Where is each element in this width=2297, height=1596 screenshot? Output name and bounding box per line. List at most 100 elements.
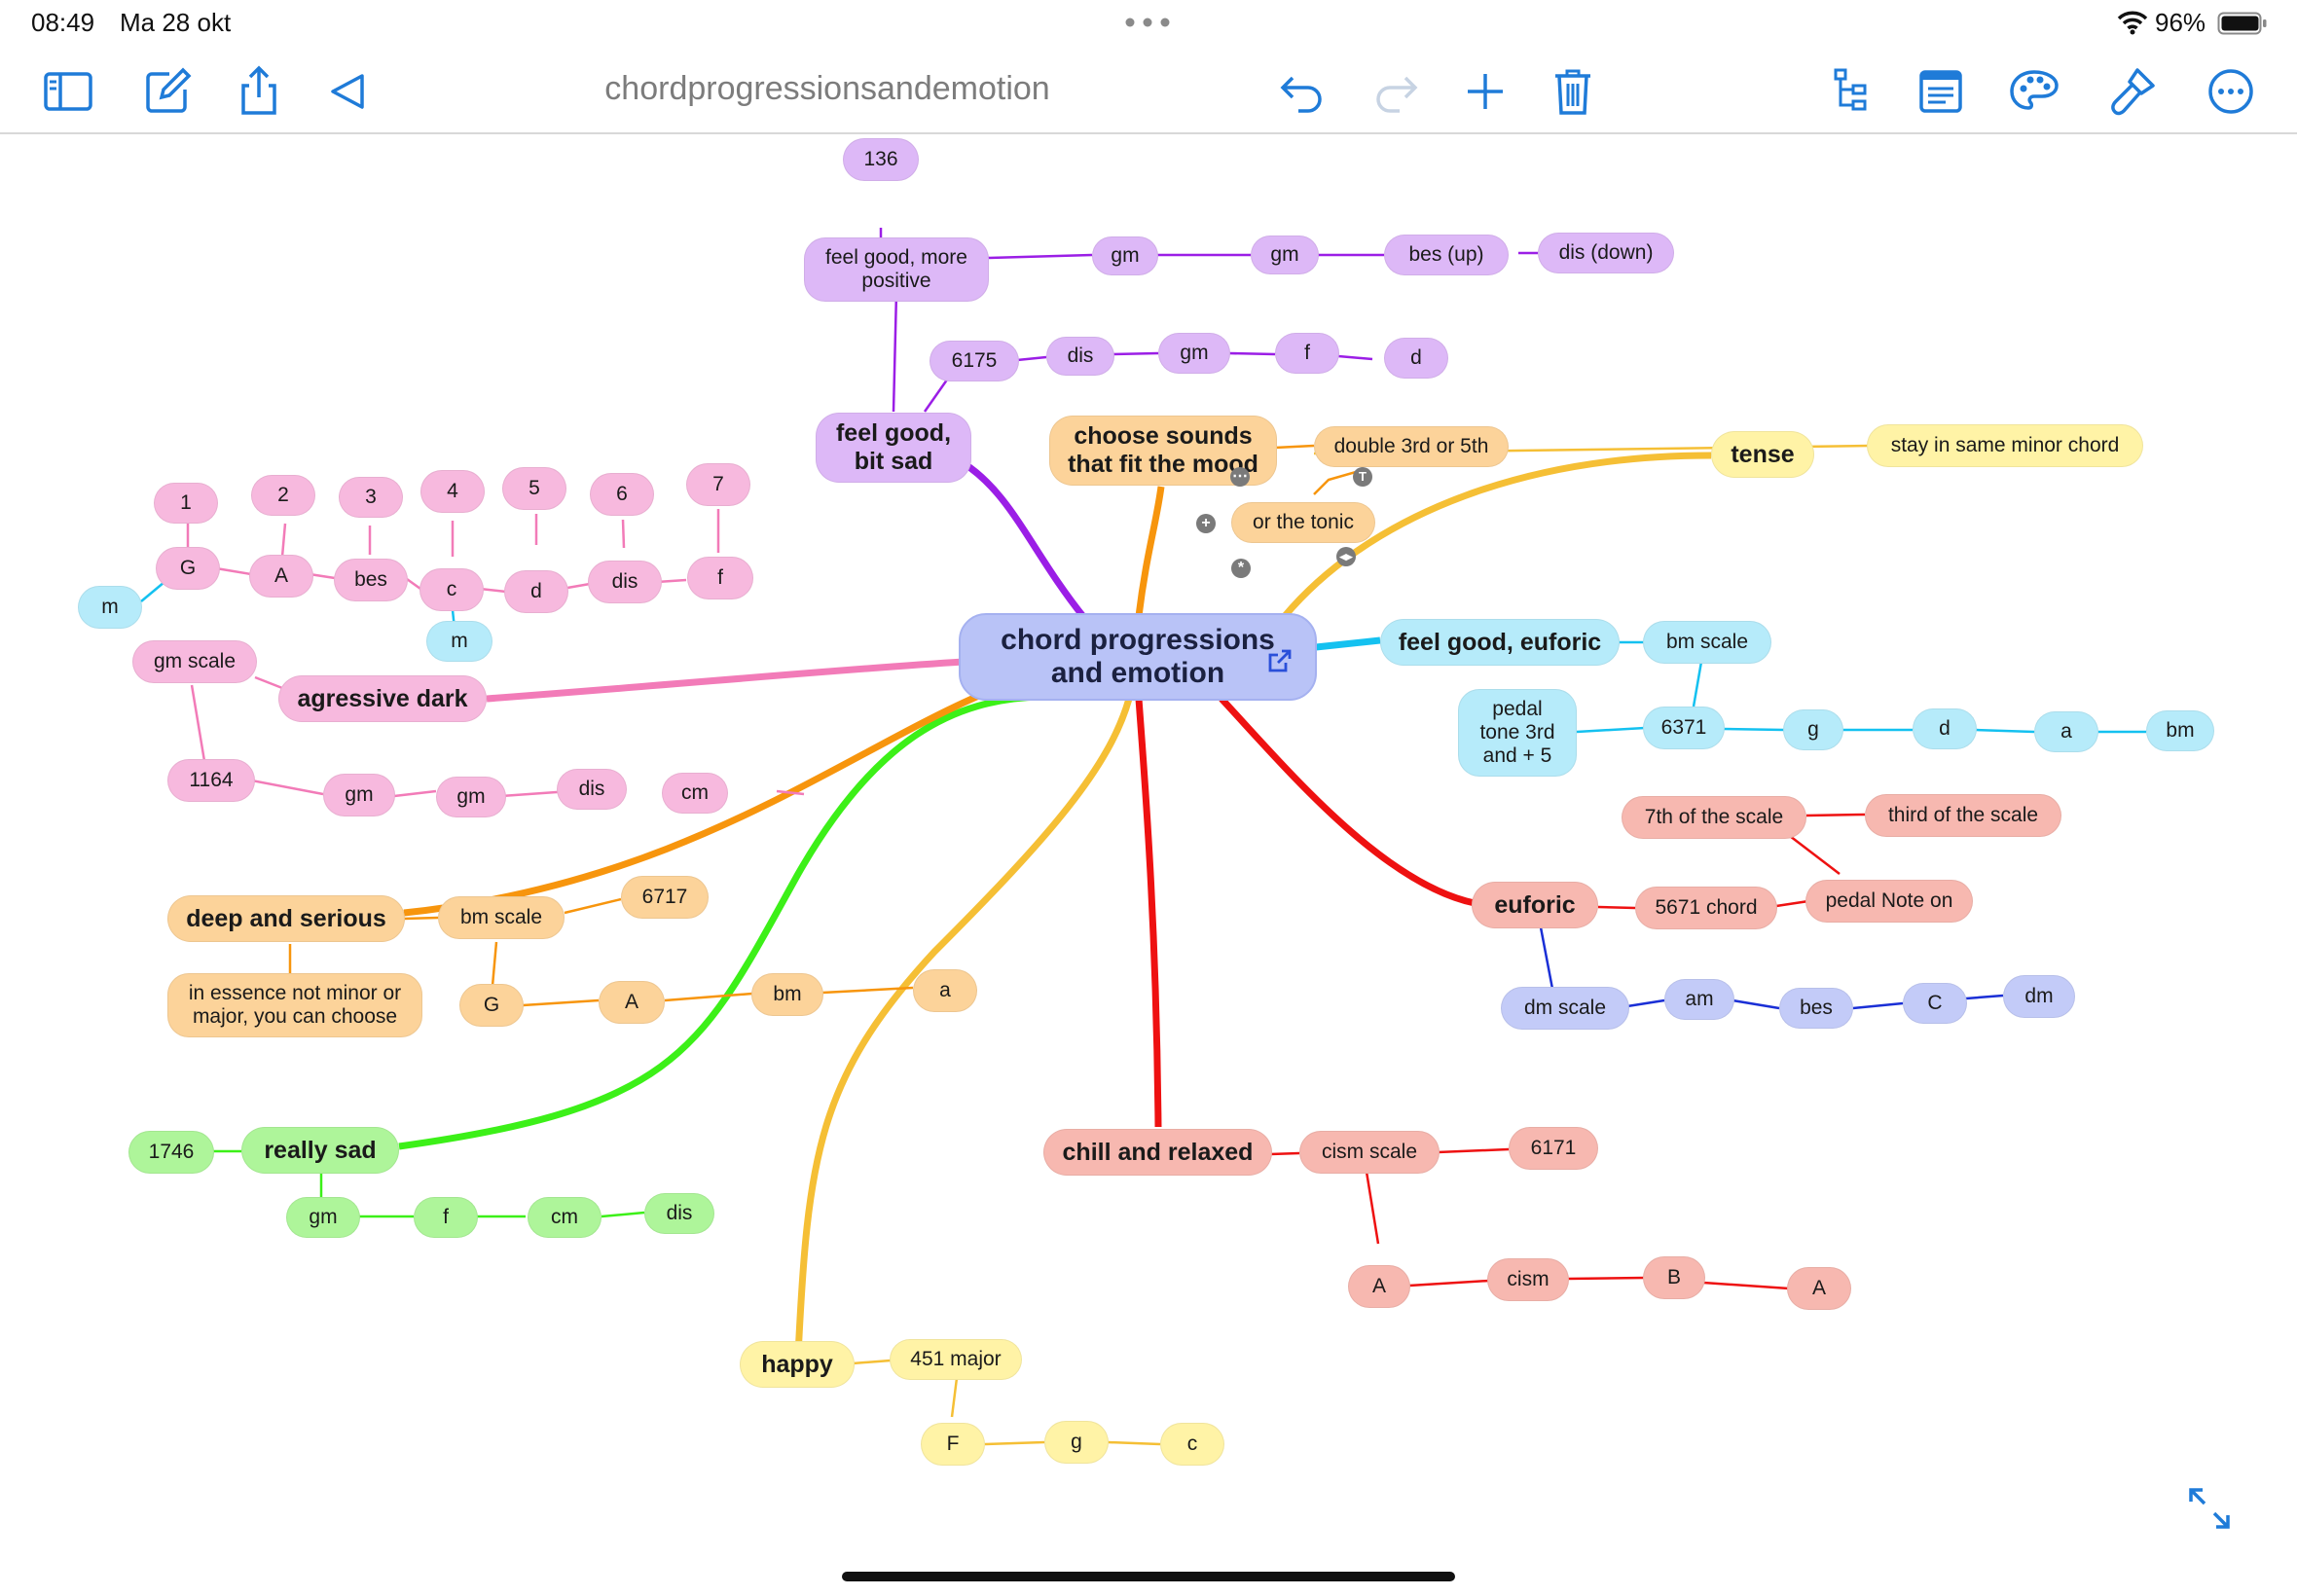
add-icon[interactable] xyxy=(1456,62,1514,121)
node-gm-pink-2[interactable]: gm xyxy=(436,777,506,817)
node-feel-good-more-positive[interactable]: feel good, more positive xyxy=(804,237,989,302)
node-5671-chord[interactable]: 5671 chord xyxy=(1635,887,1777,929)
node-7th-of-the-scale[interactable]: 7th of the scale xyxy=(1622,796,1806,839)
text-handle-icon[interactable]: T xyxy=(1353,467,1372,487)
node-chill-and-relaxed[interactable]: chill and relaxed xyxy=(1043,1129,1272,1176)
redo-icon[interactable] xyxy=(1367,62,1425,121)
home-indicator[interactable] xyxy=(842,1572,1455,1581)
node-note-d[interactable]: d xyxy=(504,570,568,613)
node-gm-green[interactable]: gm xyxy=(286,1197,360,1238)
node-note-a[interactable]: A xyxy=(249,555,313,598)
node-a-cyan[interactable]: a xyxy=(2034,711,2098,752)
node-d-cyan[interactable]: d xyxy=(1913,708,1977,749)
node-note-c[interactable]: c xyxy=(419,568,484,611)
node-g-orange[interactable]: G xyxy=(459,984,524,1027)
node-deep-and-serious[interactable]: deep and serious xyxy=(167,895,405,942)
node-pedal-note-on[interactable]: pedal Note on xyxy=(1805,880,1973,923)
mind-map-canvas[interactable]: chord progressions and emotion feel good… xyxy=(0,134,2297,1596)
node-degree-3[interactable]: 3 xyxy=(339,477,403,518)
node-third-of-the-scale[interactable]: third of the scale xyxy=(1865,794,2061,837)
trash-icon[interactable] xyxy=(1544,62,1602,121)
document-title[interactable]: chordprogressionsandemotion xyxy=(604,70,1050,107)
node-a-orange-2[interactable]: a xyxy=(913,969,977,1012)
node-g-happy[interactable]: g xyxy=(1044,1421,1109,1464)
node-6171[interactable]: 6171 xyxy=(1509,1127,1598,1170)
node-cm-pink[interactable]: cm xyxy=(662,773,728,814)
node-gm-scale[interactable]: gm scale xyxy=(132,640,257,683)
notes-panel-icon[interactable] xyxy=(1912,62,1970,121)
node-agressive-dark[interactable]: agressive dark xyxy=(278,675,487,722)
node-a-chill-2[interactable]: A xyxy=(1787,1267,1851,1310)
node-am[interactable]: am xyxy=(1664,979,1734,1020)
node-dis-pink[interactable]: dis xyxy=(557,769,627,810)
node-gm-pink-1[interactable]: gm xyxy=(323,774,395,816)
add-node-handle-icon[interactable]: + xyxy=(1196,514,1216,533)
node-bm-scale-orange[interactable]: bm scale xyxy=(438,896,565,939)
node-cism[interactable]: cism xyxy=(1487,1258,1569,1301)
node-or-the-tonic[interactable]: or the tonic xyxy=(1231,502,1375,543)
node-cm-green[interactable]: cm xyxy=(528,1197,602,1238)
node-bm-cyan[interactable]: bm xyxy=(2146,710,2214,751)
node-degree-2[interactable]: 2 xyxy=(251,475,315,516)
node-stay-in-same-minor-chord[interactable]: stay in same minor chord xyxy=(1867,424,2143,467)
node-really-sad[interactable]: really sad xyxy=(241,1127,399,1174)
node-tense[interactable]: tense xyxy=(1711,431,1814,478)
node-136[interactable]: 136 xyxy=(843,138,919,181)
node-degree-4[interactable]: 4 xyxy=(420,470,485,513)
node-bm-orange[interactable]: bm xyxy=(751,973,823,1016)
node-f-green[interactable]: f xyxy=(414,1197,478,1238)
node-m-2[interactable]: m xyxy=(426,621,492,662)
undo-icon[interactable] xyxy=(1273,62,1331,121)
node-6371[interactable]: 6371 xyxy=(1643,707,1725,749)
node-dm-scale[interactable]: dm scale xyxy=(1501,987,1629,1030)
node-note-f[interactable]: f xyxy=(687,557,753,599)
node-a-orange[interactable]: A xyxy=(599,981,665,1024)
node-feel-good-euforic[interactable]: feel good, euforic xyxy=(1380,619,1620,666)
node-in-essence[interactable]: in essence not minor or major, you can c… xyxy=(167,973,422,1037)
share-icon[interactable] xyxy=(230,62,288,121)
external-link-icon[interactable] xyxy=(1266,647,1294,674)
node-cism-scale[interactable]: cism scale xyxy=(1299,1131,1440,1174)
node-bes-blue[interactable]: bes xyxy=(1779,988,1853,1029)
node-dis[interactable]: dis xyxy=(1046,337,1114,376)
multitasking-dots-icon[interactable] xyxy=(1125,18,1170,27)
fullscreen-expand-icon[interactable] xyxy=(2185,1484,2234,1533)
node-degree-5[interactable]: 5 xyxy=(502,467,566,510)
node-a-chill-1[interactable]: A xyxy=(1348,1265,1410,1308)
node-gm-1[interactable]: gm xyxy=(1092,236,1158,275)
back-triangle-icon[interactable] xyxy=(319,62,378,121)
node-gm-3[interactable]: gm xyxy=(1158,333,1230,374)
outline-tree-icon[interactable] xyxy=(1822,62,1880,121)
node-degree-6[interactable]: 6 xyxy=(590,473,654,516)
settings-handle-icon[interactable]: * xyxy=(1231,559,1251,578)
node-b-chill[interactable]: B xyxy=(1643,1256,1705,1299)
node-happy[interactable]: happy xyxy=(740,1341,855,1388)
node-euforic[interactable]: euforic xyxy=(1472,882,1598,928)
node-note-g[interactable]: G xyxy=(156,547,220,590)
node-g-cyan[interactable]: g xyxy=(1783,709,1843,750)
node-double-3rd-or-5th[interactable]: double 3rd or 5th xyxy=(1314,426,1509,467)
node-451-major[interactable]: 451 major xyxy=(890,1339,1022,1380)
node-bes-up[interactable]: bes (up) xyxy=(1384,235,1509,275)
node-dis-green[interactable]: dis xyxy=(644,1193,714,1234)
node-6717[interactable]: 6717 xyxy=(621,876,709,919)
node-dis-down[interactable]: dis (down) xyxy=(1538,233,1674,273)
resize-handle-icon[interactable]: ◂▸ xyxy=(1336,547,1356,566)
node-gm-2[interactable]: gm xyxy=(1251,236,1319,274)
node-feel-good-bit-sad[interactable]: feel good, bit sad xyxy=(816,413,971,483)
node-degree-7[interactable]: 7 xyxy=(686,463,750,506)
node-bm-scale-cyan[interactable]: bm scale xyxy=(1643,621,1771,664)
node-f-happy[interactable]: F xyxy=(921,1423,985,1466)
node-c-happy[interactable]: c xyxy=(1160,1423,1224,1466)
node-1164[interactable]: 1164 xyxy=(167,759,255,802)
node-c-blue[interactable]: C xyxy=(1903,983,1967,1024)
node-m-1[interactable]: m xyxy=(78,586,142,629)
node-1746[interactable]: 1746 xyxy=(128,1131,214,1174)
format-brush-icon[interactable] xyxy=(2102,62,2161,121)
node-d[interactable]: d xyxy=(1384,338,1448,379)
node-dm[interactable]: dm xyxy=(2003,975,2075,1018)
node-degree-1[interactable]: 1 xyxy=(154,483,218,524)
node-6175[interactable]: 6175 xyxy=(930,341,1019,381)
palette-icon[interactable] xyxy=(2005,62,2063,121)
compose-icon[interactable] xyxy=(138,62,197,121)
